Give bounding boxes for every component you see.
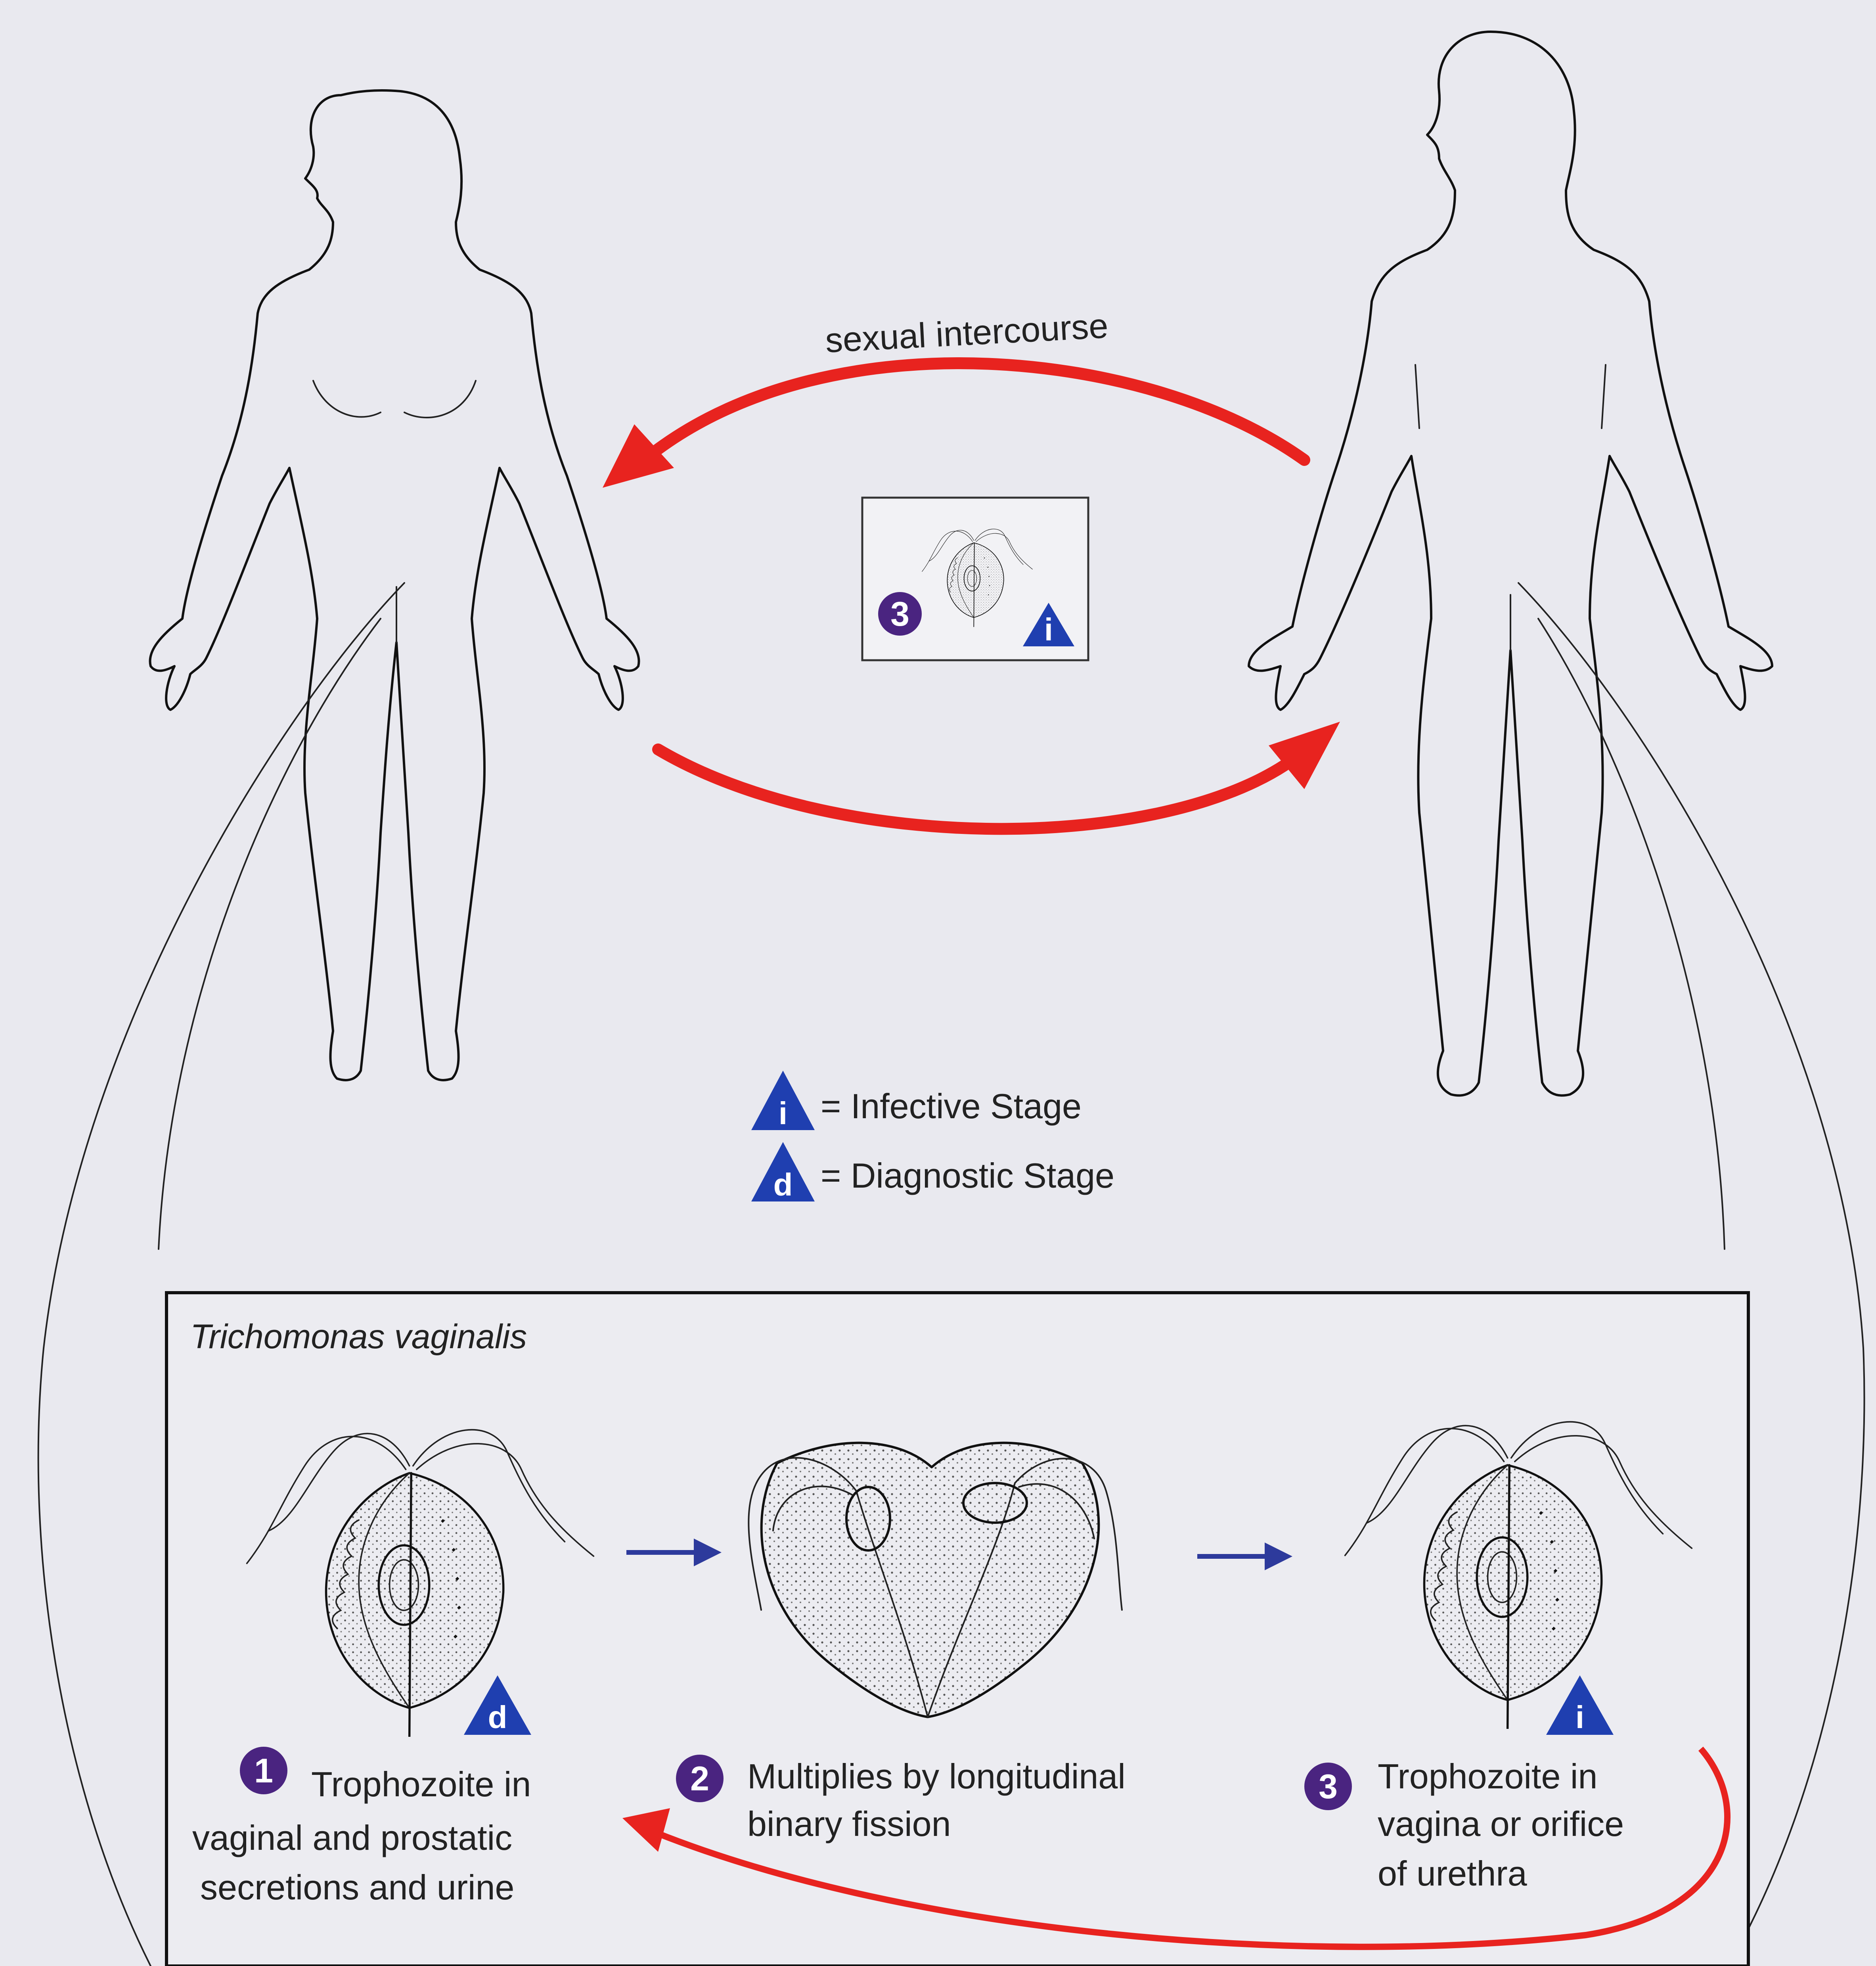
step-1-number: 1 — [254, 1752, 273, 1790]
diagnostic-stage-label: = Diagnostic Stage — [821, 1156, 1114, 1195]
male-figure — [1249, 32, 1772, 1096]
transmission-arrow-bottom — [658, 722, 1340, 829]
step-1-line-3: secretions and urine — [200, 1868, 514, 1907]
step-1-line-1: Trophozoite in — [311, 1765, 531, 1804]
step-3-stage-symbol: i — [1575, 1700, 1584, 1735]
step-3-line-2: vagina or orifice — [1378, 1804, 1624, 1843]
step-2-line-1: Multiplies by longitudinal — [747, 1757, 1126, 1796]
transmission-arrow-top — [603, 363, 1304, 488]
diagnostic-symbol: d — [773, 1167, 793, 1202]
step-1-stage-symbol: d — [488, 1700, 507, 1735]
box-title: Trichomonas vaginalis — [190, 1318, 527, 1356]
infective-stage-label: = Infective Stage — [821, 1086, 1082, 1126]
female-figure — [150, 90, 639, 1080]
trophozoite-thumbnail: 3 i — [862, 498, 1088, 660]
step-2-line-2: binary fission — [747, 1804, 951, 1843]
sexual-intercourse-label: sexual intercourse — [824, 306, 1109, 360]
step-3-number: 3 — [1319, 1768, 1338, 1806]
stage-legend: i = Infective Stage d = Diagnostic Stage — [751, 1071, 1114, 1202]
step-2-number: 2 — [690, 1760, 709, 1798]
thumbnail-step-number: 3 — [890, 595, 909, 633]
step-3-line-3: of urethra — [1378, 1854, 1527, 1893]
step-1-line-2: vaginal and prostatic — [192, 1818, 512, 1857]
infective-symbol: i — [779, 1096, 787, 1131]
thumbnail-stage-symbol: i — [1044, 612, 1053, 647]
trichomonas-stages-box: Trichomonas vaginalis d — [167, 1293, 1748, 1966]
step-3-line-1: Trophozoite in — [1378, 1757, 1597, 1796]
